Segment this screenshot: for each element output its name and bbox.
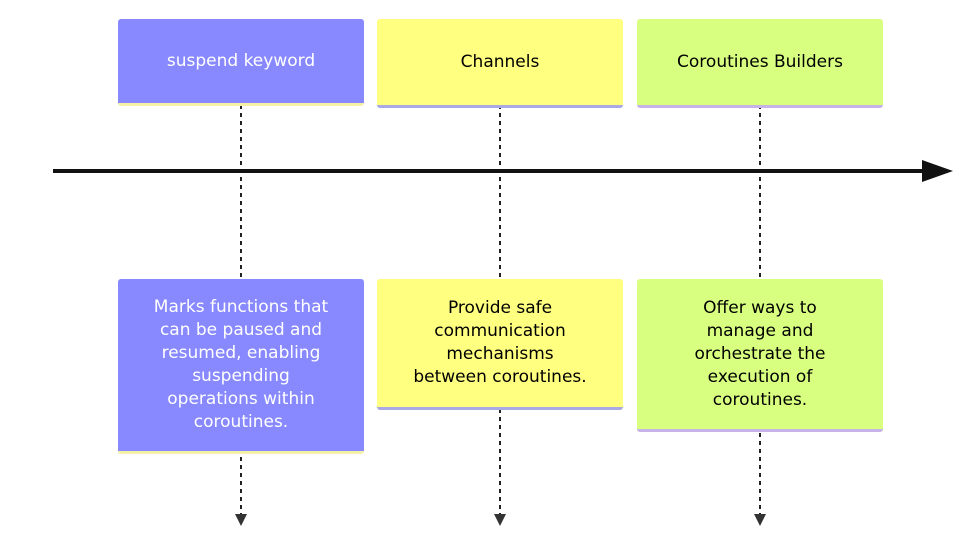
event-box-coroutines-builders: Offer ways to manage and orchestrate the… bbox=[637, 279, 883, 432]
connector-arrowhead-3 bbox=[754, 514, 766, 526]
section-title-suspend-keyword: suspend keyword bbox=[118, 19, 364, 106]
section-title-channels: Channels bbox=[377, 19, 623, 108]
section-title-label: Channels bbox=[460, 51, 540, 72]
event-description: Marks functions that can be paused and r… bbox=[153, 297, 329, 432]
section-title-label: Coroutines Builders bbox=[677, 51, 843, 72]
section-title-coroutines-builders: Coroutines Builders bbox=[637, 19, 883, 108]
event-box-channels: Provide safe communication mechanisms be… bbox=[377, 279, 623, 410]
event-description: Offer ways to manage and orchestrate the… bbox=[694, 297, 826, 410]
event-description: Provide safe communication mechanisms be… bbox=[413, 298, 587, 387]
connector-arrowhead-2 bbox=[494, 514, 506, 526]
timeline-axis-arrowhead bbox=[922, 160, 953, 182]
section-title-label: suspend keyword bbox=[166, 50, 316, 71]
connector-arrowhead-1 bbox=[235, 514, 247, 526]
event-box-suspend-keyword: Marks functions that can be paused and r… bbox=[118, 279, 364, 454]
